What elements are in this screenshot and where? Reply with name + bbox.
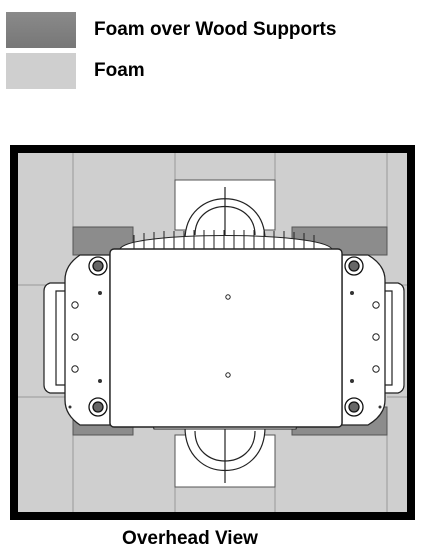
plate-screws xyxy=(68,291,382,409)
legend-swatch-light xyxy=(6,53,76,89)
legend-item-foam: Foam xyxy=(6,53,145,89)
foam-seams xyxy=(18,153,407,512)
corner-knobs xyxy=(88,256,364,417)
legend-swatch-dark xyxy=(6,12,76,48)
top-fins xyxy=(119,230,334,250)
legend-label: Foam xyxy=(94,60,145,81)
bottom-head xyxy=(184,426,266,483)
diagram-caption: Overhead View xyxy=(122,528,258,549)
plate-holes xyxy=(71,294,380,378)
top-head xyxy=(184,187,266,241)
fixture-body xyxy=(109,248,343,428)
legend-item-foam-over-wood: Foam over Wood Supports xyxy=(6,12,336,48)
packaging-overhead-diagram xyxy=(10,145,415,520)
legend-label: Foam over Wood Supports xyxy=(94,19,337,40)
